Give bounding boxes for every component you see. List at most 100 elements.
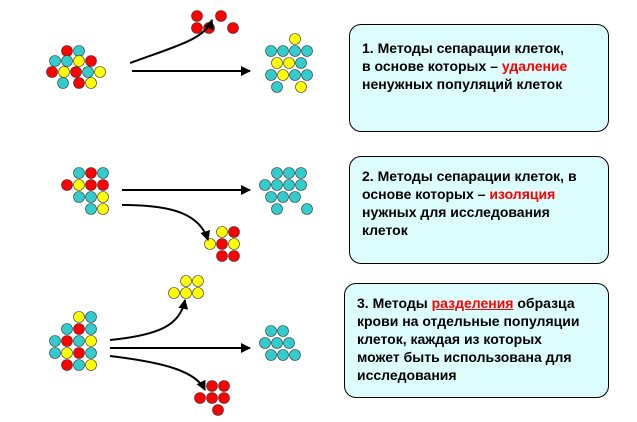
cell	[289, 69, 301, 81]
cell	[85, 77, 97, 89]
cell	[295, 179, 307, 191]
cell	[73, 167, 85, 179]
cell	[289, 191, 301, 203]
box3-line4: может быть использована для	[357, 349, 572, 365]
cell	[277, 325, 289, 337]
cell	[82, 66, 94, 78]
cell	[271, 337, 283, 349]
cell	[73, 323, 85, 335]
removed-cluster-1	[191, 10, 239, 34]
cell	[206, 392, 218, 404]
cell	[289, 349, 301, 361]
cell	[216, 238, 228, 250]
cell-clusters	[46, 10, 313, 416]
cell	[73, 335, 85, 347]
cell	[85, 359, 97, 371]
cell	[61, 179, 73, 191]
cell	[289, 45, 301, 57]
box1-line2: в основе которых –	[362, 58, 498, 74]
cell	[259, 337, 271, 349]
cell	[85, 167, 97, 179]
cell	[295, 81, 307, 93]
mixed-cluster-1	[46, 45, 106, 89]
cell	[57, 77, 69, 89]
box3-line5: исследования	[357, 367, 457, 383]
remaining-cluster-1	[265, 33, 313, 93]
box2-line3: нужных для исследования	[362, 204, 550, 220]
cell	[73, 77, 85, 89]
cell	[228, 226, 240, 238]
cell	[216, 226, 228, 238]
arrow-population-yellow	[109, 299, 189, 341]
cell	[301, 203, 313, 215]
cell	[73, 55, 85, 67]
cell	[85, 347, 97, 359]
cell	[301, 69, 313, 81]
arrow-removed-cells	[129, 19, 214, 64]
cell	[180, 287, 192, 299]
cell	[73, 45, 85, 57]
cell	[61, 335, 73, 347]
cell	[49, 347, 61, 359]
cell	[265, 69, 277, 81]
cell	[180, 275, 192, 287]
cell	[277, 45, 289, 57]
cell	[61, 55, 73, 67]
cell	[73, 347, 85, 359]
cell	[215, 10, 227, 22]
box2-line2: основе которых –	[362, 186, 486, 202]
cell	[61, 347, 73, 359]
cell	[271, 81, 283, 93]
cell	[216, 250, 228, 262]
cell	[61, 359, 73, 371]
cell	[265, 349, 277, 361]
cell	[85, 55, 97, 67]
other-cells-cluster-2	[259, 167, 313, 215]
cell	[265, 191, 277, 203]
cell	[277, 191, 289, 203]
cell	[212, 404, 224, 416]
cell	[70, 66, 82, 78]
cell	[194, 392, 206, 404]
cell	[228, 238, 240, 250]
cell	[277, 69, 289, 81]
cell	[271, 179, 283, 191]
cell	[97, 203, 109, 215]
cell	[49, 335, 61, 347]
cell	[73, 311, 85, 323]
red-population-3	[194, 380, 230, 416]
cell	[283, 167, 295, 179]
cell	[85, 203, 97, 215]
box3-line1-post: образца	[517, 295, 575, 311]
cell	[259, 179, 271, 191]
box1-line3: ненужных популяций клеток	[362, 76, 563, 92]
cell	[73, 191, 85, 203]
method-box-separation: 3. Методы разделения образца крови на от…	[344, 283, 609, 398]
cell	[49, 55, 61, 67]
box2-highlight-isolation: изоляция	[489, 186, 556, 202]
box2-line1: 2. Методы сепарации клеток, в	[362, 168, 577, 184]
cell	[168, 287, 180, 299]
box3-line2: крови на отдельные популяции	[357, 313, 580, 329]
cell	[265, 45, 277, 57]
cell	[301, 45, 313, 57]
cell	[271, 57, 283, 69]
box1-highlight-removal: удаление	[501, 58, 568, 74]
arrow-isolated-cells	[121, 204, 211, 241]
cell	[73, 359, 85, 371]
cell	[228, 250, 240, 262]
cell	[295, 167, 307, 179]
method-box-removal: 1. Методы сепарации клеток, в основе кот…	[349, 24, 609, 132]
arrows	[109, 19, 251, 391]
cell	[58, 66, 70, 78]
cell	[271, 167, 283, 179]
cell	[97, 191, 109, 203]
cell	[192, 287, 204, 299]
cell	[85, 311, 97, 323]
cell	[97, 167, 109, 179]
cell	[85, 323, 97, 335]
yellow-population-3	[168, 275, 204, 299]
cell	[283, 337, 295, 349]
cell	[295, 57, 307, 69]
